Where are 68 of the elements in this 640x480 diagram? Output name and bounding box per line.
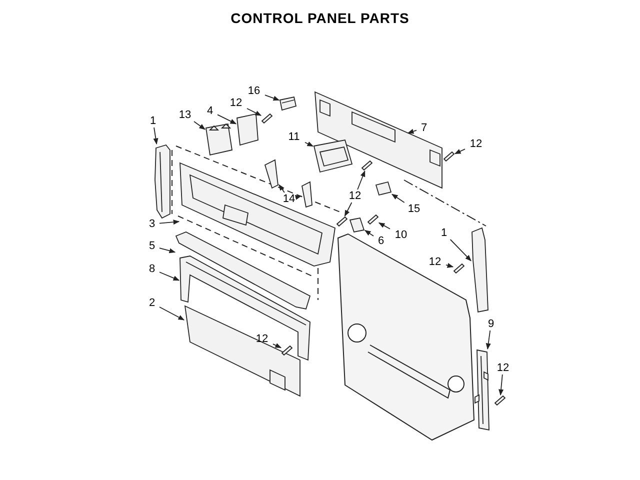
callout-number: 12: [225, 96, 247, 110]
callout-number: 11: [283, 130, 305, 144]
callout-number: 5: [144, 240, 160, 252]
screw-drawing: [443, 151, 455, 162]
leader-line: [159, 248, 176, 254]
end-cap-drawing: [154, 144, 171, 219]
lower-panel-drawing: [184, 305, 301, 397]
leader-line: [159, 220, 180, 225]
callout-number: 14: [278, 192, 300, 206]
bracket-drawing: [301, 181, 313, 208]
callout-number: 13: [174, 108, 196, 122]
leader-line: [153, 127, 158, 145]
trim-strip-drawing: [175, 231, 311, 310]
callout-number: 3: [144, 218, 160, 230]
callout-number: 12: [251, 332, 273, 346]
display-module-drawing: [313, 139, 353, 173]
callout-number: 8: [144, 262, 160, 276]
leader-line: [264, 94, 280, 101]
leader-line: [364, 230, 374, 236]
screw-drawing: [367, 214, 379, 225]
callout-number: 1: [436, 226, 452, 240]
circuit-board-drawing: [236, 113, 259, 146]
leader-line: [357, 170, 366, 190]
screw-drawing: [281, 345, 293, 356]
callout-number: 15: [403, 202, 425, 216]
leader-line: [454, 148, 466, 154]
clip-drawing: [279, 96, 297, 111]
leader-line: [246, 108, 262, 116]
leader-line: [486, 330, 491, 350]
bracket-drawing: [205, 123, 233, 156]
diagram-title: CONTROL PANEL PARTS: [230, 10, 410, 26]
leader-line: [294, 194, 302, 200]
callout-number: 12: [424, 256, 446, 268]
leader-line: [194, 121, 206, 130]
leader-line: [446, 262, 454, 268]
callout-number: 2: [144, 296, 160, 310]
screw-drawing: [361, 160, 373, 171]
leader-line: [498, 374, 504, 396]
leader-line: [450, 239, 472, 262]
callout-number: 4: [202, 104, 218, 118]
screw-drawing: [261, 113, 273, 124]
leader-line: [391, 194, 405, 203]
callout-number: 6: [374, 234, 388, 248]
callout-number: 16: [243, 84, 265, 98]
knob-drawing: [375, 181, 392, 196]
leader-line: [272, 343, 282, 348]
callout-number: 12: [344, 190, 366, 202]
callout-number: 7: [416, 122, 432, 134]
callout-number: 12: [465, 138, 487, 150]
leader-line: [304, 142, 314, 147]
leader-line: [378, 222, 390, 230]
leader-line: [159, 306, 185, 320]
screw-drawing: [494, 395, 506, 406]
screw-drawing: [453, 263, 465, 274]
callout-number: 9: [484, 318, 498, 330]
frame-drawing: [179, 255, 311, 361]
leader-line: [407, 128, 417, 134]
end-cap-drawing: [471, 227, 489, 313]
leader-line: [278, 184, 285, 193]
side-bracket-drawing: [474, 349, 490, 431]
leader-line: [159, 272, 180, 281]
callout-number: 12: [492, 362, 514, 374]
leader-line: [344, 202, 352, 217]
bracket-drawing: [264, 159, 279, 189]
screw-drawing: [336, 216, 348, 227]
leader-line: [217, 114, 237, 124]
callout-number: 1: [146, 114, 160, 128]
callout-number: 10: [390, 228, 412, 242]
